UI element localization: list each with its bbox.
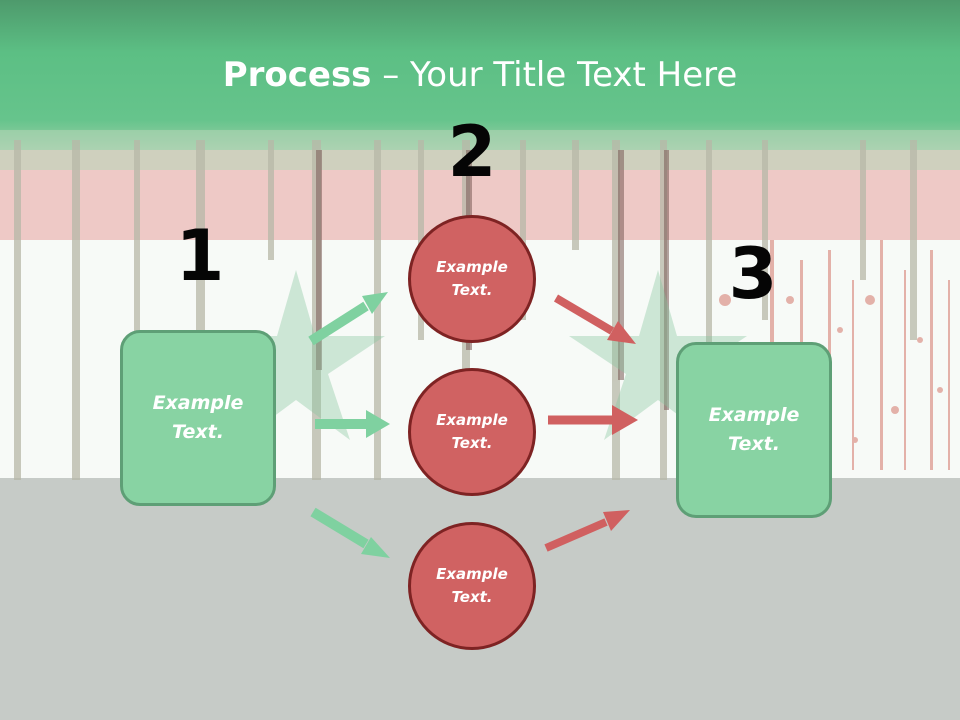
circle-bottom-line1: Example bbox=[436, 565, 508, 583]
star-left bbox=[207, 270, 385, 440]
step-2-circle-bottom: Example Text. bbox=[408, 522, 536, 650]
step-1-box-line2: Text. bbox=[172, 421, 224, 443]
step-1-box: Example Text. bbox=[120, 330, 276, 506]
circle-top-line2: Text. bbox=[451, 281, 493, 299]
step-number-3: 3 bbox=[728, 233, 778, 315]
step-2-circle-middle: Example Text. bbox=[408, 368, 536, 496]
step-3-box-line2: Text. bbox=[728, 433, 780, 455]
step-number-1: 1 bbox=[175, 215, 225, 297]
step-2-circle-top: Example Text. bbox=[408, 215, 536, 343]
step-3-box-line1: Example bbox=[708, 404, 800, 426]
step-1-box-line1: Example bbox=[152, 392, 244, 414]
star-right bbox=[569, 270, 747, 440]
circle-bottom-line2: Text. bbox=[451, 588, 493, 606]
title-rest: – Your Title Text Here bbox=[371, 55, 738, 95]
circle-top-line1: Example bbox=[436, 258, 508, 276]
step-3-box: Example Text. bbox=[676, 342, 832, 518]
title-bold: Process bbox=[222, 55, 372, 95]
circle-middle-line2: Text. bbox=[451, 434, 493, 452]
slide-title: Process – Your Title Text Here bbox=[0, 50, 960, 100]
step-number-2: 2 bbox=[447, 111, 497, 193]
circle-middle-line1: Example bbox=[436, 411, 508, 429]
